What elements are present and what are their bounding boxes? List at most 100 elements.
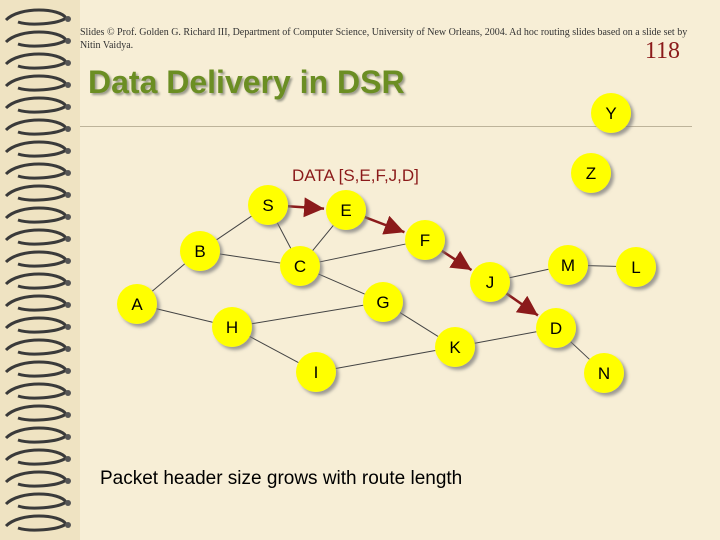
edge-s-b [216, 215, 252, 241]
node-circle [296, 352, 336, 392]
node-d: D [536, 308, 576, 348]
node-circle [548, 245, 588, 285]
binding-hole [65, 236, 71, 242]
node-circle [363, 282, 403, 322]
edge-m-l [587, 265, 617, 267]
edge-b-a [151, 263, 186, 292]
node-circle [435, 327, 475, 367]
node-label: B [194, 242, 205, 261]
edge-h-g [251, 304, 364, 325]
slide-number: 118 [644, 38, 680, 64]
node-b: B [180, 231, 220, 271]
node-circle [117, 284, 157, 324]
binding-hole [65, 412, 71, 418]
node-label: F [420, 231, 430, 250]
node-n: N [584, 353, 624, 393]
spiral-binding [0, 0, 80, 540]
node-label: E [340, 201, 351, 220]
title-divider [80, 126, 692, 127]
edge-a-h [156, 308, 213, 323]
binding-hole [65, 280, 71, 286]
binding-hole [65, 82, 71, 88]
binding-hole [65, 478, 71, 484]
edge-d-n [570, 341, 590, 360]
binding-hole [65, 38, 71, 44]
edge-g-k [399, 312, 439, 337]
edge-h-i [249, 336, 299, 363]
binding-hole [65, 258, 71, 264]
node-circle [536, 308, 576, 348]
node-circle [584, 353, 624, 393]
node-circle [280, 246, 320, 286]
node-circle [616, 247, 656, 287]
edge-m-j [509, 268, 549, 279]
node-y: Y [591, 93, 631, 133]
node-m: M [548, 245, 588, 285]
packet-label: DATA [S,E,F,J,D] [292, 166, 419, 185]
node-label: L [631, 258, 640, 277]
node-circle [405, 220, 445, 260]
node-circle [212, 307, 252, 347]
binding-hole [65, 148, 71, 154]
binding-hole [65, 368, 71, 374]
node-label: N [598, 364, 610, 383]
node-i: I [296, 352, 336, 392]
edge-s-e [287, 197, 325, 218]
binding-hole [65, 522, 71, 528]
node-label: K [449, 338, 461, 357]
node-e: E [326, 190, 366, 230]
edge-c-e [312, 225, 334, 251]
slide-title: Data Delivery in DSR [88, 64, 405, 100]
binding-hole [65, 456, 71, 462]
node-label: M [561, 256, 575, 275]
node-s: S [248, 185, 288, 225]
node-label: A [131, 295, 143, 314]
edge-c-g [318, 273, 365, 295]
node-label: Y [605, 104, 616, 123]
node-label: C [294, 257, 306, 276]
binding-hole [65, 434, 71, 440]
binding-hole [65, 170, 71, 176]
edge-j-d [505, 292, 539, 317]
binding-hole [65, 60, 71, 66]
node-c: C [280, 246, 320, 286]
edge-i-k [335, 350, 436, 369]
node-label: Z [586, 164, 596, 183]
edge-s-c [276, 222, 292, 249]
node-circle [326, 190, 366, 230]
binding-hole [65, 302, 71, 308]
node-label: G [376, 293, 389, 312]
node-circle [248, 185, 288, 225]
node-k: K [435, 327, 475, 367]
edge-f-j [441, 249, 473, 272]
node-label: S [262, 196, 273, 215]
caption: Packet header size grows with route leng… [100, 468, 463, 489]
node-circle [180, 231, 220, 271]
node-f: F [405, 220, 445, 260]
edge-e-f [364, 215, 405, 235]
node-circle [571, 153, 611, 193]
binding-hole [65, 104, 71, 110]
node-circle [591, 93, 631, 133]
binding-hole [65, 324, 71, 330]
binding-hole [65, 346, 71, 352]
edge-b-c [219, 253, 281, 264]
edge-k-d [474, 331, 537, 344]
binding-hole [65, 500, 71, 506]
node-z: Z [571, 153, 611, 193]
node-l: L [616, 247, 656, 287]
binding-hole [65, 16, 71, 22]
node-h: H [212, 307, 252, 347]
node-g: G [363, 282, 403, 322]
binding-hole [65, 390, 71, 396]
binding-hole [65, 126, 71, 132]
edge-f-c [319, 243, 406, 263]
node-a: A [117, 284, 157, 324]
binding-hole [65, 192, 71, 198]
node-circle [470, 262, 510, 302]
node-label: D [550, 319, 562, 338]
node-label: J [486, 273, 495, 292]
node-label: H [226, 318, 238, 337]
